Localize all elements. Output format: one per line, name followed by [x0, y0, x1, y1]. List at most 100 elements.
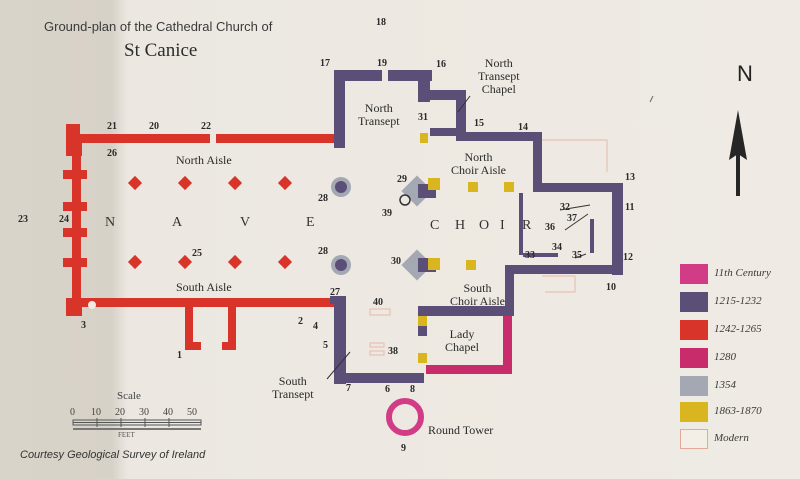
plan-number: 19	[377, 58, 387, 69]
plan-number: 21	[107, 121, 117, 132]
plan-number: 33	[525, 250, 535, 261]
north-arrow	[729, 110, 747, 196]
scale-tick: 20	[115, 407, 125, 418]
modern-outlines	[369, 139, 608, 356]
plan-number: 32	[560, 202, 570, 213]
plan-number: 22	[201, 121, 211, 132]
legend-label: 1354	[714, 379, 736, 391]
legend-item: Modern	[680, 429, 790, 449]
plan-number: 3	[81, 320, 86, 331]
legend-item: 1280	[680, 348, 790, 368]
plan-number: 6	[385, 384, 390, 395]
plan-number: 4	[313, 321, 318, 332]
legend-swatch	[680, 292, 708, 312]
scale-bar	[72, 418, 202, 430]
legend-item: 1354	[680, 376, 790, 396]
plan-number: 12	[623, 252, 633, 263]
legend-label: 1280	[714, 351, 736, 363]
plan-number: 28	[318, 246, 328, 257]
lady-chapel-label: Lady Chapel	[445, 327, 479, 354]
legend-label: 1215-1232	[714, 295, 762, 307]
plan-number: 28	[318, 193, 328, 204]
plan-number: 5	[323, 340, 328, 351]
plan-number: 20	[149, 121, 159, 132]
north-label: N	[737, 61, 753, 86]
scale-title: Scale	[117, 390, 141, 402]
choir-letter: I	[500, 218, 505, 233]
choir-letter: O	[479, 218, 490, 233]
legend-swatch	[680, 348, 708, 368]
scale-unit: FEET	[118, 431, 135, 439]
scale-tick: 10	[91, 407, 101, 418]
plan-number: 35	[572, 250, 582, 261]
restoration-1863-1870	[418, 133, 514, 363]
walls-1242-1265	[63, 124, 336, 350]
north-transept-label: North Transept	[358, 101, 400, 128]
plan-number: 34	[552, 242, 562, 253]
plan-number: 27	[330, 287, 340, 298]
round-tower-ring	[386, 398, 424, 436]
choir-letter: H	[455, 218, 466, 233]
north-aisle-label: North Aisle	[176, 153, 232, 167]
plan-number: 37	[567, 213, 577, 224]
nave-letter: A	[172, 215, 183, 230]
legend-item: 1215-1232	[680, 292, 790, 312]
plan-number: 15	[474, 118, 484, 129]
plan-number: 31	[418, 112, 428, 123]
scale-tick: 40	[163, 407, 173, 418]
round-tower-label: Round Tower	[428, 423, 494, 437]
plan-number: 17	[320, 58, 330, 69]
scale-tick: 0	[70, 407, 75, 418]
legend-swatch	[680, 429, 708, 449]
leader-lines	[326, 95, 591, 380]
nave-piers	[127, 175, 293, 270]
plan-number: 38	[388, 346, 398, 357]
plan-number: 18	[376, 17, 386, 28]
plan-subtitle: St Canice	[124, 40, 198, 61]
plan-number: 9	[401, 443, 406, 454]
pen-mark	[649, 95, 654, 103]
plan-number: 10	[606, 282, 616, 293]
plan-number: 16	[436, 59, 446, 70]
legend-swatch	[680, 320, 708, 340]
plan-number: 14	[518, 122, 528, 133]
legend-label: 1863-1870	[714, 405, 762, 417]
legend-item: 1863-1870	[680, 402, 790, 422]
plan-number: 39	[382, 208, 392, 219]
nave-letter: E	[306, 215, 315, 230]
plan-number: 11	[625, 202, 635, 213]
legend-label: 11th Century	[714, 267, 771, 279]
choir-letter: C	[430, 218, 440, 233]
plan-number: 2	[298, 316, 303, 327]
scale-tick: 50	[187, 407, 197, 418]
feature-39-ring	[399, 194, 411, 206]
south-aisle-label: South Aisle	[176, 280, 232, 294]
legend-label: 1242-1265	[714, 323, 762, 335]
plan-number: 23	[18, 214, 28, 225]
plan-number: 29	[397, 174, 407, 185]
plan-number: 1	[177, 350, 182, 361]
scale-tick: 30	[139, 407, 149, 418]
plan-number: 30	[391, 256, 401, 267]
credit-line: Courtesy Geological Survey of Ireland	[20, 449, 206, 461]
nave-letter: N	[105, 215, 116, 230]
legend-swatch	[680, 376, 708, 396]
plan-number: 13	[625, 172, 635, 183]
plan-number: 7	[346, 383, 351, 394]
legend-label: Modern	[714, 432, 749, 444]
plan-number: 25	[192, 248, 202, 259]
walls-1215-1232	[330, 70, 623, 384]
legend-item: 11th Century	[680, 264, 790, 284]
plan-number: 36	[545, 222, 555, 233]
north-choir-aisle-label: North Choir Aisle	[451, 150, 507, 177]
plan-number: 26	[107, 148, 117, 159]
legend-swatch	[680, 264, 708, 284]
legend-item: 1242-1265	[680, 320, 790, 340]
south-transept-label: South Transept	[272, 374, 314, 401]
plan-number: 8	[410, 384, 415, 395]
north-transept-chapel-label: North Transept Chapel	[478, 56, 520, 96]
walls-1280	[426, 316, 512, 374]
south-choir-aisle-label: South Choir Aisle	[450, 281, 506, 308]
